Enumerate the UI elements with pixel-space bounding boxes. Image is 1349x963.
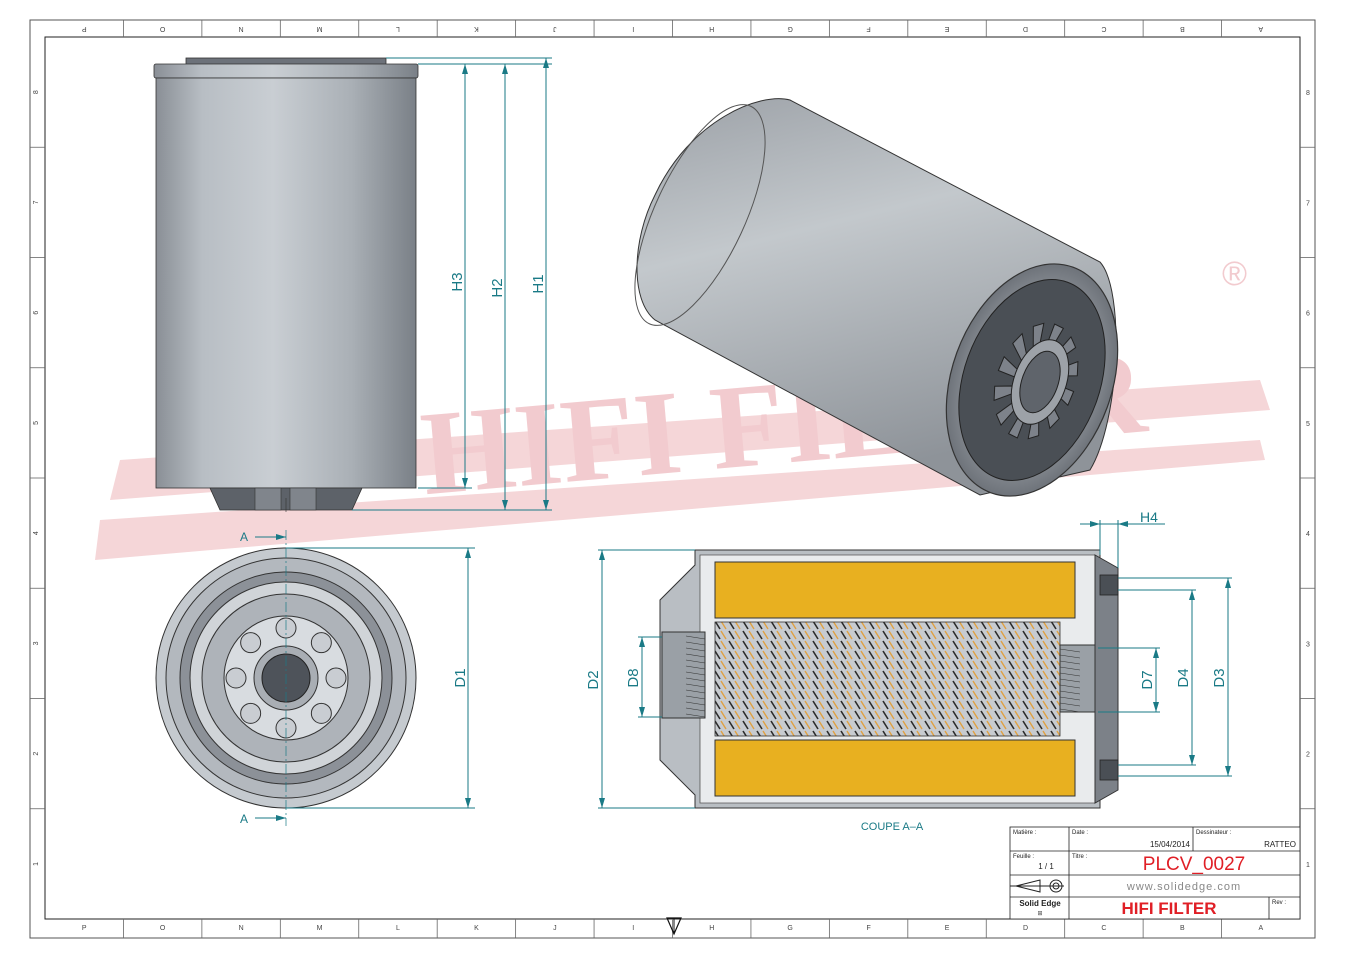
dim-d3: D3 xyxy=(1211,668,1228,687)
date-value: 15/04/2014 xyxy=(1150,840,1191,849)
bolt-hole xyxy=(240,632,262,654)
feuille-value: 1 / 1 xyxy=(1038,862,1054,871)
zone-label-bottom: K xyxy=(474,925,479,932)
dim-h3: H3 xyxy=(449,272,466,291)
zone-label-top: L xyxy=(396,25,400,32)
front-view xyxy=(153,57,419,512)
zone-label-top: P xyxy=(82,25,87,32)
zone-label-left: 6 xyxy=(33,311,40,315)
dim-h4: H4 xyxy=(1140,509,1158,525)
zone-label-right: 6 xyxy=(1306,311,1310,318)
d1-dimension xyxy=(286,547,475,809)
zone-label-right: 2 xyxy=(1306,752,1310,759)
zone-ticks xyxy=(30,20,1315,938)
zone-label-top: G xyxy=(787,25,792,32)
bolt-hole xyxy=(240,702,262,724)
zone-label-right: 3 xyxy=(1306,641,1310,648)
zone-label-right: 5 xyxy=(1306,421,1310,428)
zone-label-top: A xyxy=(1258,25,1263,32)
zone-labels: P P O O N N M M L L K K J J I I H H G G F F E E D D C C B B A A 8 8 7 7 6 6 5 5… xyxy=(33,25,1310,932)
zone-label-bottom: I xyxy=(632,925,634,932)
dessinateur-value: RATTEO xyxy=(1264,840,1296,849)
date-label: Date : xyxy=(1072,830,1088,836)
zone-label-right: 8 xyxy=(1306,90,1310,97)
zone-label-bottom: O xyxy=(160,925,166,932)
zone-label-bottom: L xyxy=(396,925,400,932)
zone-label-bottom: M xyxy=(317,925,323,932)
title-block xyxy=(1009,826,1301,920)
zone-label-top: B xyxy=(1180,25,1185,32)
matiere-label: Matière : xyxy=(1013,830,1037,836)
website: www.solidedge.com xyxy=(1126,881,1241,893)
company-name: HIFI FILTER xyxy=(1121,899,1216,918)
zone-label-top: E xyxy=(944,25,949,32)
dim-d1: D1 xyxy=(452,668,469,687)
bottom-view xyxy=(155,530,417,826)
zone-label-top: O xyxy=(159,25,165,32)
zone-label-bottom: H xyxy=(709,925,714,932)
zone-label-left: 2 xyxy=(33,752,40,756)
zone-label-top: N xyxy=(239,25,244,32)
bolt-hole xyxy=(325,667,347,689)
zone-label-bottom: B xyxy=(1180,925,1185,932)
zone-label-bottom: J xyxy=(553,925,557,932)
zone-label-right: 4 xyxy=(1306,531,1310,538)
section-mark-bottom: A xyxy=(240,812,248,826)
filter-media-bottom xyxy=(714,739,1076,797)
section-dimensions xyxy=(598,520,1232,809)
watermark-registered: ® xyxy=(1222,255,1247,293)
height-dimensions xyxy=(352,57,552,511)
bolt-hole xyxy=(310,632,332,654)
bolt-hole xyxy=(225,667,247,689)
filter-media-top xyxy=(714,561,1076,619)
zone-label-top: K xyxy=(474,25,479,32)
zone-label-top: D xyxy=(1023,25,1028,32)
zone-label-bottom: A xyxy=(1258,925,1263,932)
section-mark-top: A xyxy=(240,530,248,544)
zone-label-left: 1 xyxy=(33,862,40,866)
dim-d7: D7 xyxy=(1139,670,1156,689)
dim-d2: D2 xyxy=(585,670,602,689)
dim-d4: D4 xyxy=(1175,668,1192,687)
zone-label-right: 7 xyxy=(1306,200,1310,207)
titre-label: Titre : xyxy=(1072,854,1087,860)
zone-label-top: M xyxy=(316,25,322,32)
section-marks xyxy=(255,534,286,821)
zone-label-bottom: P xyxy=(82,925,87,932)
titre-value: PLCV_0027 xyxy=(1143,854,1245,875)
zone-label-top: F xyxy=(866,25,870,32)
zone-label-top: H xyxy=(709,25,714,32)
dim-h2: H2 xyxy=(489,278,506,297)
isometric-view xyxy=(634,98,1119,497)
section-caption: COUPE A–A xyxy=(861,821,924,833)
zone-label-top: I xyxy=(632,25,634,32)
feuille-label: Feuille : xyxy=(1013,854,1034,860)
software-name: Solid Edge xyxy=(1019,899,1061,908)
pleated-core xyxy=(714,621,1061,737)
software-logo-icon: ⊞ xyxy=(1037,911,1042,917)
zone-label-top: C xyxy=(1101,25,1106,32)
bolt-hole xyxy=(310,702,332,724)
zone-label-left: 4 xyxy=(33,531,40,535)
zone-label-bottom: F xyxy=(866,925,870,932)
zone-label-top: J xyxy=(553,25,557,32)
dim-d8: D8 xyxy=(625,668,642,687)
zone-label-left: 3 xyxy=(33,641,40,645)
zone-label-left: 5 xyxy=(33,421,40,425)
zone-label-left: 7 xyxy=(33,200,40,204)
zone-label-right: 1 xyxy=(1306,862,1310,869)
dessinateur-label: Dessinateur : xyxy=(1196,830,1232,836)
zone-label-bottom: G xyxy=(787,925,792,932)
zone-label-bottom: C xyxy=(1101,925,1106,932)
section-view xyxy=(659,549,1119,809)
rev-label: Rev : xyxy=(1272,900,1286,906)
zone-label-bottom: D xyxy=(1023,925,1028,932)
projection-symbol-icon xyxy=(1010,879,1064,893)
zone-label-left: 8 xyxy=(33,90,40,94)
dim-h1: H1 xyxy=(530,274,547,293)
zone-label-bottom: N xyxy=(239,925,244,932)
zone-label-bottom: E xyxy=(945,925,950,932)
